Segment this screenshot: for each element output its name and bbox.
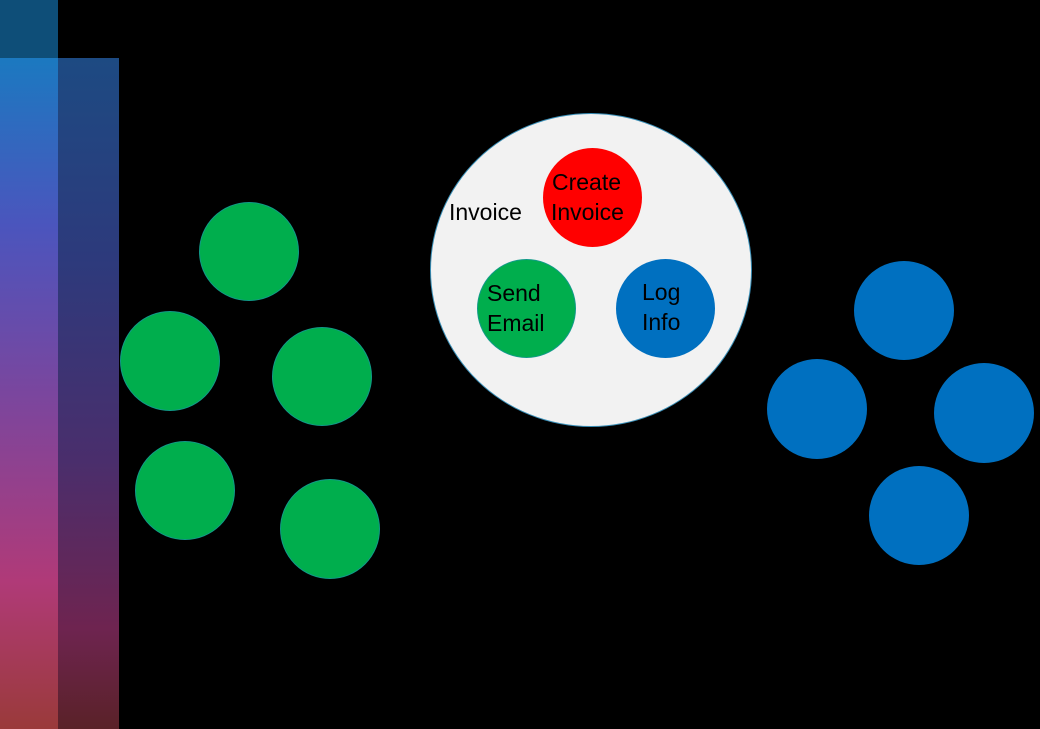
node-label-line: Create xyxy=(552,169,622,195)
send-email-node: Send Email xyxy=(477,259,576,358)
blue-circle xyxy=(869,466,969,565)
accent-bar-top xyxy=(0,0,58,58)
blue-circle xyxy=(767,359,867,459)
green-circle xyxy=(199,202,299,301)
node-label-line: Send xyxy=(487,280,541,306)
node-label-line: Invoice xyxy=(551,199,624,225)
create-invoice-node: Create Invoice xyxy=(543,148,642,247)
node-label-line: Email xyxy=(487,310,545,336)
green-circle xyxy=(280,479,380,579)
accent-bar-gradient-right xyxy=(58,58,119,729)
accent-bar-gradient-left xyxy=(0,58,58,729)
node-label-line: Log xyxy=(642,279,681,305)
invoice-group-label: Invoice xyxy=(449,199,522,225)
blue-circle xyxy=(854,261,954,360)
green-circle xyxy=(135,441,235,540)
green-circle xyxy=(272,327,372,426)
blue-circle xyxy=(934,363,1034,463)
green-circle xyxy=(120,311,220,411)
log-info-node: Log Info xyxy=(616,259,715,358)
node-label-line: Info xyxy=(642,309,681,335)
